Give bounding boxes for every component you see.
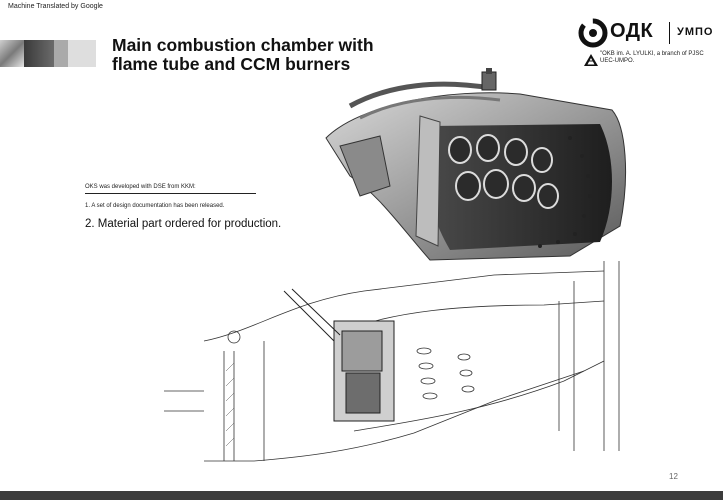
logo-brand: ОДК [610,20,654,42]
corner-decor-strip [0,40,96,67]
lyulka-mark-icon [584,54,598,66]
page-number: 12 [669,472,678,481]
footer-bar [0,491,723,500]
combustor-3d-render [325,68,626,261]
logo-divider [669,22,670,44]
kkm-note: OKS was developed with DSE from KKM: [85,184,196,190]
odk-umpo-logo: ОДК УМПО "OKB im. A. LYULKI, a branch of… [576,18,716,88]
logo-division: УМПО [677,26,714,38]
machine-translated-note: Machine Translated by Google [8,3,103,10]
odk-ring-icon [578,18,608,48]
page-title: Main combustion chamber with flame tube … [112,35,374,74]
note-underline [85,193,256,194]
logo-caption: "OKB im. A. LYULKI, a branch of PJSC UEC… [600,51,704,64]
list-item-2: 2. Material part ordered for production. [85,218,282,230]
list-item-1: 1. A set of design documentation has bee… [85,203,225,209]
combustor-section-drawing [164,261,620,462]
